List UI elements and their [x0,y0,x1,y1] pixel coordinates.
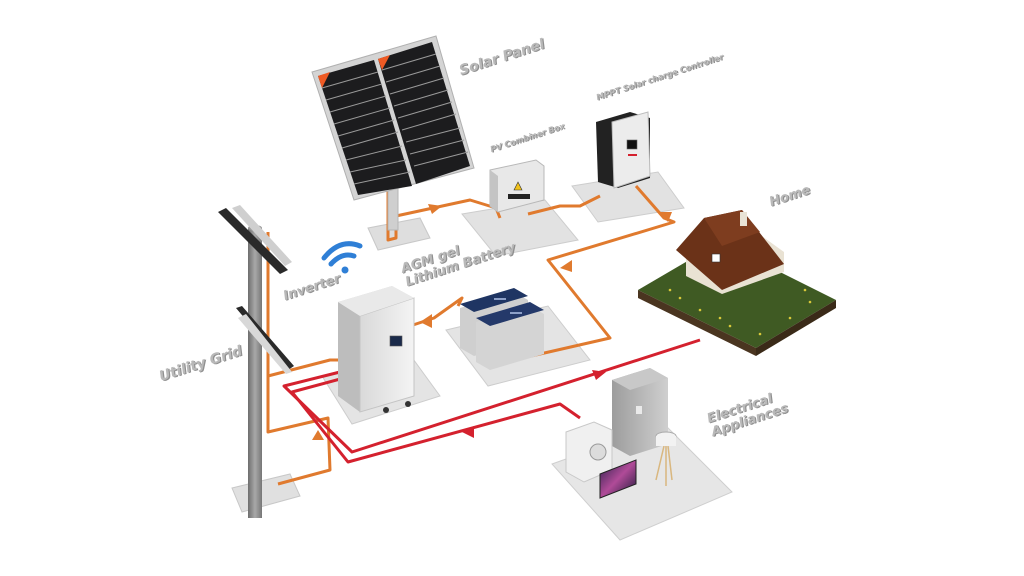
solar-panel [311,35,475,231]
monitor [599,459,637,499]
pole-shaft [248,228,262,518]
solar-panel-corner-accent [378,55,390,70]
arrow-to-battery [560,260,572,272]
batteries [460,288,544,370]
utility-pole [218,205,294,518]
chimney [740,212,747,226]
electrical-appliances [565,368,677,499]
crossarm-top [218,205,292,274]
wire-inverter-to-home [282,338,701,454]
solar-panel-cell-lines [321,53,469,185]
mppt-charge-controller [596,111,651,189]
combiner-label-plate [508,194,530,199]
wire-battery-to-inverter [409,296,464,328]
floor-lamp [655,445,673,486]
arrow-to-appliances [462,426,474,438]
dc-arrows [312,204,672,440]
arrow-grid-up [312,430,324,440]
arrow-to-mppt-down [660,212,672,222]
solar-panel-corner-accent [318,72,330,88]
solar-panel-platform [367,217,431,251]
solar-panel-left-array [318,60,412,195]
ac-wires [282,338,701,464]
arrow-to-inverter [420,314,432,328]
crossarm-lower [236,306,294,374]
warning-icon [513,181,523,191]
arrow-to-combiner [428,204,442,214]
home [638,210,836,356]
wifi-icon [321,241,363,274]
inverter-display [389,335,403,347]
wire-combiner-to-mppt [527,194,601,216]
pv-combiner-box [489,159,545,213]
inverter [338,286,415,413]
mppt-display [626,139,638,150]
wire-inverter-to-appliances [290,376,581,464]
ac-arrows [462,370,606,438]
arrow-to-home [592,370,606,380]
wire-grid-to-inverter [266,232,332,486]
